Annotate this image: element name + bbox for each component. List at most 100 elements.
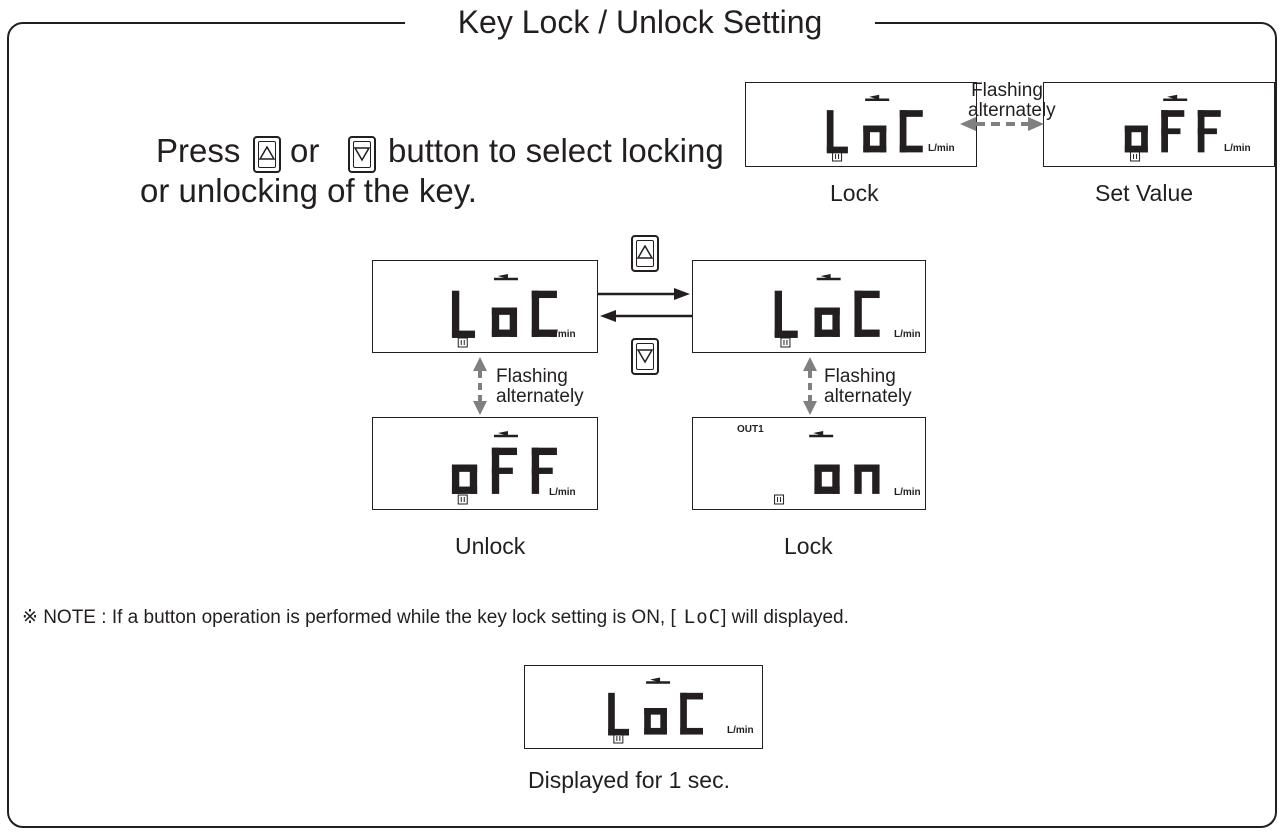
- segment-C: [680, 692, 703, 700]
- segment-o: [509, 307, 518, 337]
- segment-L: [608, 728, 630, 736]
- instruction-line2: or unlocking of the key.: [140, 172, 477, 209]
- segment-C: [899, 145, 923, 153]
- segment-o: [1124, 145, 1148, 153]
- segment-o: [879, 125, 887, 153]
- segment-o: [863, 125, 870, 153]
- lcd-lock-loc: L/min: [692, 260, 926, 353]
- segment-F: [491, 447, 518, 456]
- caption-set-value: Set Value: [1095, 180, 1194, 206]
- segment-F: [1197, 110, 1221, 117]
- unit-label: L/min: [549, 329, 576, 340]
- segment-o: [660, 708, 667, 735]
- segment-display: [774, 274, 880, 348]
- unit-label: L/min: [549, 487, 576, 498]
- up-button-icon: [253, 136, 281, 173]
- segment-C: [531, 290, 540, 337]
- segment-display: [451, 274, 557, 348]
- flashing-label-left: Flashing alternately: [496, 367, 584, 407]
- indicator-bar: [865, 94, 890, 101]
- segment-C: [680, 727, 703, 735]
- note-suffix: ] will displayed.: [721, 607, 849, 628]
- segment-o: [469, 464, 478, 494]
- instruction-press: Press: [156, 132, 241, 169]
- down-button-icon: [631, 338, 659, 375]
- instruction-or: or: [290, 132, 320, 169]
- unit-label: L/min: [894, 329, 921, 340]
- segment-o: [491, 307, 518, 315]
- segment-o: [1124, 125, 1148, 133]
- swap-icon: [457, 337, 468, 348]
- note-text: ※ NOTE : If a button operation is perfor…: [22, 606, 849, 629]
- swap-icon: [774, 494, 785, 505]
- segment-o: [814, 464, 822, 494]
- flashing-line1: Flashing: [496, 366, 568, 387]
- segment-o: [814, 486, 840, 494]
- segment-C: [854, 329, 880, 337]
- segment-C: [531, 290, 557, 299]
- unit-label: L/min: [727, 725, 754, 736]
- caption-displayed: Displayed for 1 sec.: [528, 767, 730, 793]
- flashing-label-top: Flashing alternately: [968, 80, 1056, 121]
- segment-o: [863, 125, 887, 133]
- segment-o: [451, 464, 478, 472]
- segment-o: [1124, 125, 1132, 153]
- segment-o: [814, 307, 822, 337]
- indicator-bar: [1163, 94, 1188, 101]
- lcd-unlock-loc: L/min: [372, 260, 598, 353]
- segment-C: [854, 290, 880, 299]
- swap-icon: [780, 337, 791, 348]
- out1-label: OUT1: [737, 424, 764, 435]
- segment-o: [644, 708, 651, 735]
- caption-unlock: Unlock: [455, 533, 526, 559]
- swap-icon: [1130, 151, 1141, 162]
- flashing-line2: alternately: [824, 386, 912, 407]
- indicator-bar: [816, 274, 841, 281]
- lcd-lock-top: L/min: [745, 82, 977, 167]
- segment-display: [608, 677, 703, 744]
- segment-L: [451, 290, 460, 337]
- unit-label: L/min: [894, 487, 921, 498]
- segment-C: [899, 110, 907, 153]
- segment-o: [644, 727, 667, 735]
- lcd-lock-on: OUT1 L/min: [692, 417, 926, 510]
- segment-F: [491, 467, 513, 474]
- flashing-line2: alternately: [968, 100, 1056, 121]
- indicator-bar: [646, 677, 671, 684]
- segment-display: [451, 431, 557, 505]
- segment-C: [531, 329, 557, 337]
- down-button-icon: [348, 136, 376, 173]
- segment-L: [826, 146, 848, 154]
- segment-C: [854, 290, 862, 337]
- segment-F: [1197, 128, 1217, 135]
- segment-L: [774, 330, 798, 338]
- up-button-icon: [631, 235, 659, 272]
- lcd-set-value: L/min: [1043, 82, 1275, 167]
- segment-o: [814, 464, 840, 472]
- lcd-displayed: L/min: [524, 665, 763, 749]
- segment-o: [832, 307, 840, 337]
- segment-n: [854, 464, 862, 494]
- segment-o: [644, 708, 667, 715]
- note-prefix: ※ NOTE : If a button operation is perfor…: [22, 607, 676, 628]
- flashing-line1: Flashing: [824, 366, 896, 387]
- lcd-unlock-off: L/min: [372, 417, 598, 510]
- page-title: Key Lock / Unlock Setting: [405, 0, 875, 44]
- segment-L: [451, 330, 476, 338]
- segment-display: [826, 94, 923, 162]
- segment-o: [1141, 125, 1148, 153]
- segment-display: [774, 431, 880, 505]
- unit-label: L/min: [928, 143, 955, 154]
- swap-icon: [457, 494, 468, 505]
- segment-o: [491, 329, 518, 337]
- flashing-line1: Flashing: [971, 80, 1043, 101]
- caption-lock: Lock: [784, 533, 833, 559]
- segment-o: [863, 145, 887, 153]
- segment-L: [608, 692, 615, 735]
- note-code: LoC: [683, 606, 722, 628]
- flashing-label-right: Flashing alternately: [824, 367, 912, 407]
- swap-icon: [832, 151, 843, 162]
- segment-n: [872, 464, 880, 494]
- unit-label: L/min: [1224, 143, 1251, 154]
- segment-F: [531, 467, 553, 474]
